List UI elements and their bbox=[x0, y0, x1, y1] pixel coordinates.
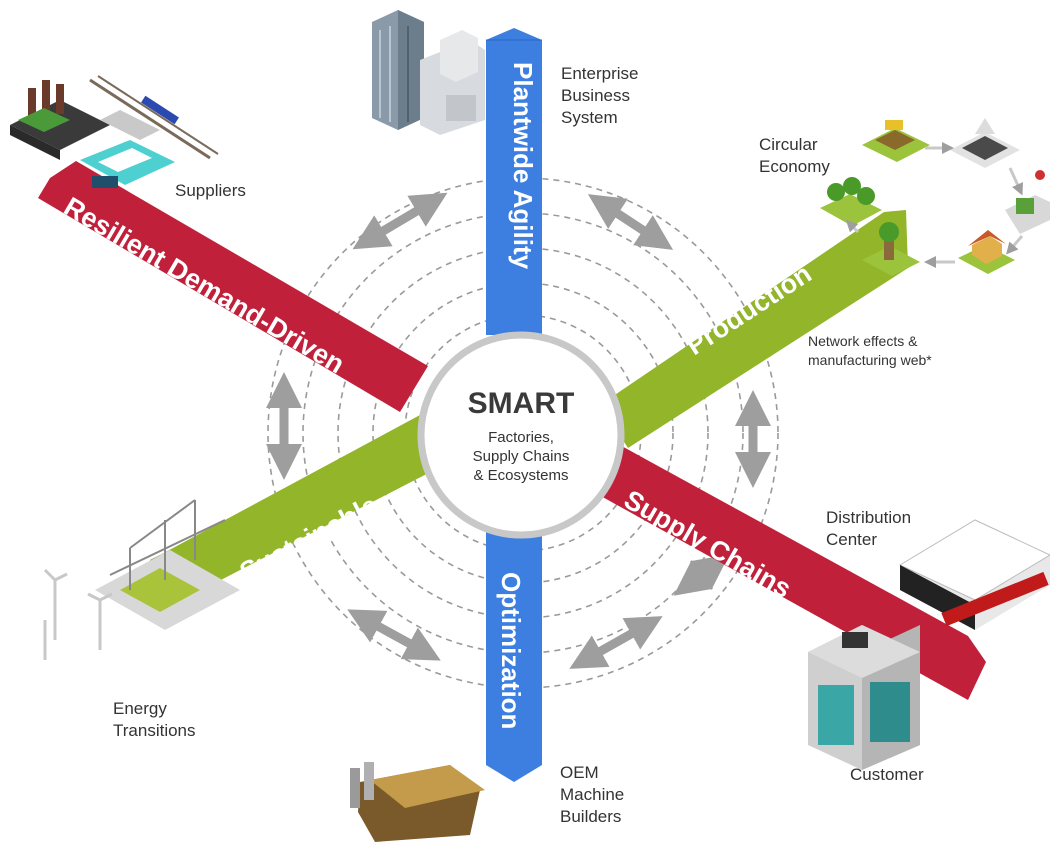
circular-line-2: Economy bbox=[759, 157, 830, 176]
energy-substation-icon bbox=[95, 499, 240, 630]
axis-label-optimization: Optimization bbox=[496, 572, 526, 729]
construction-site-icon bbox=[862, 120, 930, 162]
network-line-1: Network effects & bbox=[808, 333, 918, 349]
label-customer: Customer bbox=[850, 764, 924, 786]
flow-arrow-top-left bbox=[352, 192, 448, 250]
center-subtitle-line-2: Supply Chains bbox=[473, 448, 570, 465]
axis-label-resilient: Resilient Demand-Driven bbox=[59, 191, 350, 379]
center-subtitle-line-3: & Ecosystems bbox=[473, 467, 568, 484]
center-title: SMART bbox=[468, 387, 575, 420]
circular-arrows bbox=[845, 142, 1024, 268]
axis-label-plantwide-agility: Plantwide Agility bbox=[508, 62, 538, 270]
label-energy-transitions: Energy Transitions bbox=[113, 698, 196, 742]
enterprise-line-3: System bbox=[561, 108, 618, 127]
oem-line-3: Builders bbox=[560, 807, 622, 826]
enterprise-line-2: Business bbox=[561, 86, 630, 105]
label-oem-machine-builders: OEM Machine Builders bbox=[560, 762, 624, 828]
flow-arrow-bottom-right bbox=[569, 616, 663, 669]
axis-red-upper bbox=[38, 161, 428, 412]
center-hub bbox=[417, 331, 625, 539]
center-subtitle-line-1: Factories, bbox=[488, 429, 554, 446]
customer-text: Customer bbox=[850, 765, 924, 784]
energy-line-1: Energy bbox=[113, 699, 167, 718]
customer-building-icon bbox=[808, 625, 920, 770]
flow-arrows bbox=[266, 192, 771, 669]
circular-economy-icons bbox=[820, 118, 1050, 276]
axis-green-upper bbox=[600, 210, 908, 448]
flow-arrow-top-right bbox=[587, 194, 674, 250]
oem-line-2: Machine bbox=[560, 785, 625, 804]
axis-green-lower bbox=[160, 415, 446, 600]
energy-line-2: Transitions bbox=[113, 721, 196, 740]
label-suppliers: Suppliers bbox=[175, 180, 246, 202]
oem-factory-icon bbox=[350, 762, 485, 842]
axis-red-lower bbox=[590, 444, 986, 700]
oem-line-1: OEM bbox=[560, 763, 599, 782]
network-line-2: manufacturing web* bbox=[808, 352, 932, 368]
forest-icon bbox=[820, 177, 882, 226]
flow-arrow-bottom-left bbox=[347, 609, 441, 661]
tree-stump-icon bbox=[862, 222, 920, 276]
recycling-truck-icon bbox=[1005, 170, 1050, 234]
wind-turbine-icons bbox=[43, 568, 113, 660]
suppliers-port-ship-icon bbox=[80, 140, 175, 188]
circular-line-1: Circular bbox=[759, 135, 818, 154]
enterprise-line-1: Enterprise bbox=[561, 64, 639, 83]
recycling-plant-icon bbox=[950, 118, 1020, 168]
house-icon bbox=[958, 230, 1015, 274]
label-network-effects: Network effects & manufacturing web* bbox=[808, 332, 932, 370]
label-distribution-center: Distribution Center bbox=[826, 507, 911, 551]
label-circular-economy: Circular Economy bbox=[759, 134, 830, 178]
suppliers-text: Suppliers bbox=[175, 181, 246, 200]
distribution-center-icon bbox=[898, 519, 1050, 630]
enterprise-building-icon bbox=[372, 10, 485, 135]
distribution-line-2: Center bbox=[826, 530, 878, 549]
label-enterprise-business-system: Enterprise Business System bbox=[561, 63, 638, 129]
axis-blue-top bbox=[486, 28, 542, 335]
suppliers-factory-icon bbox=[10, 75, 219, 160]
distribution-line-1: Distribution bbox=[826, 508, 912, 527]
axis-blue-bottom bbox=[486, 520, 542, 782]
flow-arrow-bottom-mid bbox=[673, 554, 730, 596]
